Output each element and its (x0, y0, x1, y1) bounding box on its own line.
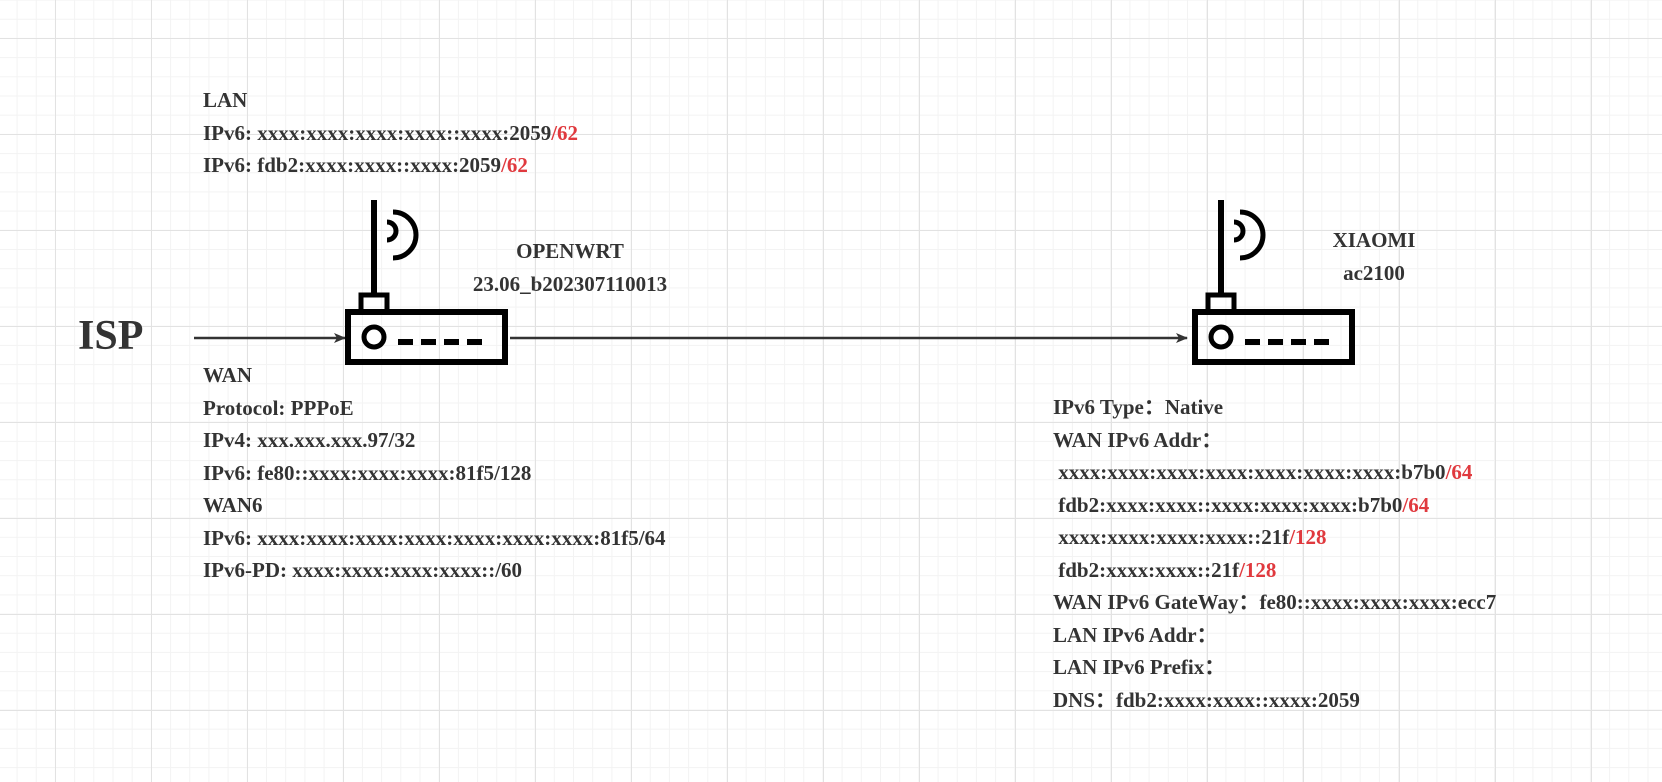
isp-label: ISP (78, 313, 144, 359)
wan6-title: WAN6 (203, 493, 263, 517)
wan-ipv6: IPv6: fe80::xxxx:xxxx:xxxx:81f5/128 (203, 460, 532, 485)
openwrt-wan-info: WAN Protocol: PPPoE IPv4: xxx.xxx.xxx.97… (203, 359, 666, 587)
xiaomi-ipv6-type: IPv6 Type：Native (1053, 395, 1224, 419)
xiaomi-dns: DNS：fdb2:xxxx:xxxx::xxxx:2059 (1053, 687, 1360, 712)
xiaomi-wan-gateway: WAN IPv6 GateWay：fe80::xxxx:xxxx:xxxx:ec… (1053, 590, 1497, 614)
xiaomi-wan-addr-3: xxxx:xxxx:xxxx:xxxx::21f/128 (1058, 525, 1327, 549)
wan6-ipv6: IPv6: xxxx:xxxx:xxxx:xxxx:xxxx:xxxx:xxxx… (203, 525, 666, 550)
openwrt-version: 23.06_b202307110013 (472, 271, 668, 296)
openwrt-label: OPENWRT 23.06_b202307110013 (420, 235, 720, 300)
lan-title: LAN (203, 88, 248, 112)
xiaomi-wan-addr-label: WAN IPv6 Addr： (1053, 427, 1223, 452)
lan-ipv6-line: IPv6: xxxx:xxxx:xxxx:xxxx::xxxx:2059/62 (203, 120, 579, 145)
openwrt-name: OPENWRT (516, 239, 624, 263)
xiaomi-router-icon (1192, 200, 1355, 365)
openwrt-router-icon (345, 200, 508, 365)
wan-title: WAN (203, 363, 253, 387)
wan-protocol: Protocol: PPPoE (203, 395, 354, 420)
wan-ipv4: IPv4: xxx.xxx.xxx.97/32 (203, 428, 416, 452)
xiaomi-ipv6-info: IPv6 Type：Native WAN IPv6 Addr： xxxx:xxx… (1053, 391, 1496, 716)
wan6-ipv6-pd: IPv6-PD: xxxx:xxxx:xxxx:xxxx::/60 (203, 558, 523, 582)
openwrt-lan-info: LAN IPv6: xxxx:xxxx:xxxx:xxxx::xxxx:2059… (203, 84, 578, 182)
xiaomi-lan-prefix: LAN IPv6 Prefix： (1053, 655, 1226, 679)
lan-ipv6-ula-line: IPv6: fdb2:xxxx:xxxx::xxxx:2059/62 (203, 153, 528, 177)
xiaomi-wan-addr-1: xxxx:xxxx:xxxx:xxxx:xxxx:xxxx:xxxx:b7b0/… (1058, 460, 1473, 484)
xiaomi-wan-addr-2: fdb2:xxxx:xxxx::xxxx:xxxx:xxxx:b7b0/64 (1058, 492, 1430, 517)
xiaomi-label: XIAOMI ac2100 (1274, 224, 1474, 289)
xiaomi-model: ac2100 (1343, 260, 1405, 285)
xiaomi-wan-addr-4: fdb2:xxxx:xxxx::21f/128 (1058, 557, 1277, 582)
xiaomi-lan-addr: LAN IPv6 Addr： (1053, 622, 1218, 647)
xiaomi-name: XIAOMI (1332, 228, 1416, 252)
